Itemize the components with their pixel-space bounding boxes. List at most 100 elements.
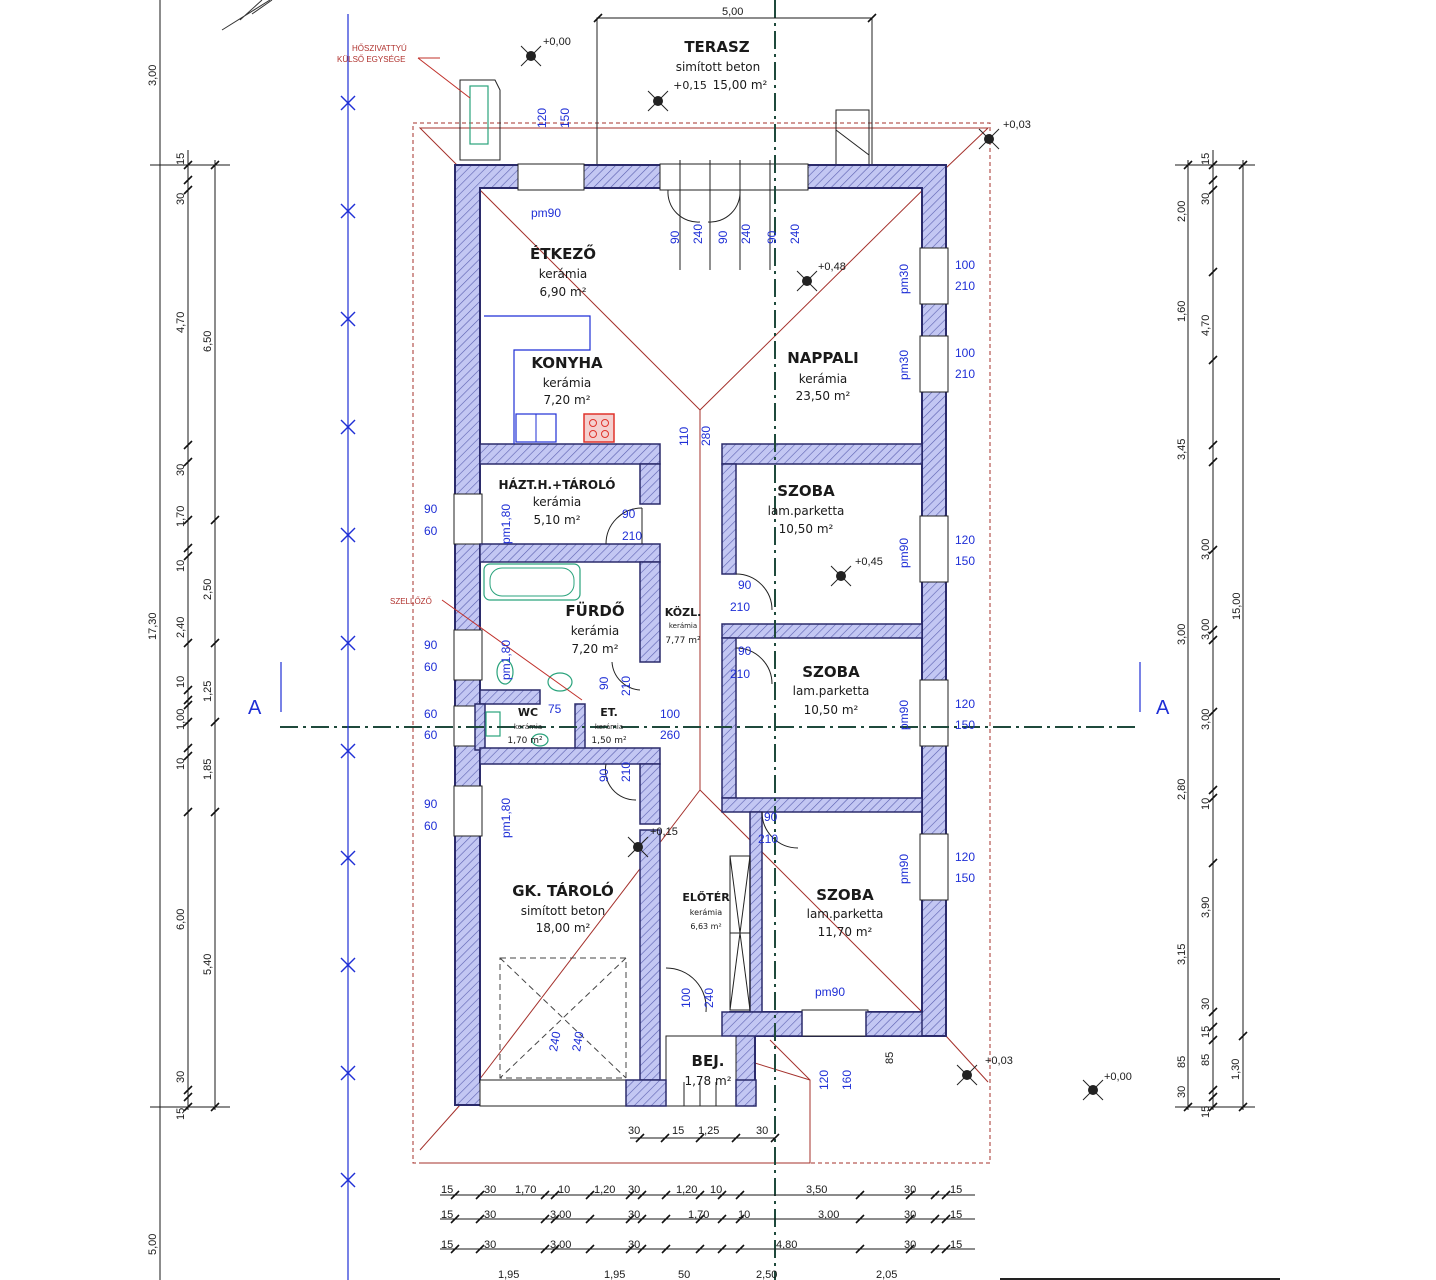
dimension-tick-icon [1208,1092,1218,1102]
dimension-tick-icon [735,1190,745,1200]
level-labels: +0,00 +0,03 +0,48 +0,45 +0,15 +0,03 +0,0… [543,36,1132,1083]
room-konyha: KONYHA kerámia 7,20 m² [531,354,603,407]
dim-left-inner-10: 6,00 [175,909,187,930]
room-area: 10,50 m² [779,522,834,536]
dimension-tick-icon [475,1244,485,1254]
level-5: +0,15 [650,826,678,838]
room-name: ÉTKEZŐ [530,243,596,263]
dim-left-inner-6: 2,40 [175,617,187,638]
room-name: GK. TÁROLÓ [512,881,614,900]
dimension-tick-icon [855,1190,865,1200]
section-mark-left: A [248,697,262,719]
dimension-tick-icon [930,1244,940,1254]
dim-right-inner-1: 30 [1200,193,1212,205]
level-marker-icon [627,836,649,858]
dim-b1-7: 10 [710,1184,722,1196]
dimension-tick-icon [183,1085,193,1095]
dim-b1-6: 1,20 [676,1184,697,1196]
dim-left-inner-8: 1,00 [175,709,187,730]
dimension-tick-icon [661,1244,671,1254]
dimension-tick-icon [735,1244,745,1254]
property-cross-icon [340,957,356,973]
dimension-tick-icon [183,551,193,561]
dim-right-inner-12: 85 [1176,1056,1188,1068]
level-marker-icon [647,90,669,112]
dimension-tick-icon [183,695,193,705]
dimension-tick-icon [183,700,193,710]
dimension-tick-icon [941,1214,951,1224]
win-60-l5: 60 [424,819,438,833]
washbasin [496,659,573,692]
door-90-b: 90 [738,578,752,592]
dim-b2-7: 30 [904,1209,916,1221]
door-75: 75 [548,702,562,716]
level-6: +0,03 [985,1055,1013,1067]
vent-label: SZELLŐZŐ [390,597,432,606]
dimension-tick-icon [625,1190,635,1200]
room-szoba-1: SZOBA lam.parketta 10,50 m² [768,482,845,536]
dim-b0-1: 15 [672,1125,684,1137]
dim-b1-5: 30 [628,1184,640,1196]
dimension-tick-icon [585,1244,595,1254]
dim-right-inner-14: 30 [1176,1086,1188,1098]
dimension-tick-icon [731,1133,741,1143]
win-150-top: 150 [558,108,572,128]
property-cross-icon [340,311,356,327]
axis-lines [280,0,1141,1280]
room-name: ELŐTÉR [682,890,730,904]
dimension-tick-icon [540,1244,550,1254]
room-nappali: NAPPALI kerámia 23,50 m² [787,349,859,403]
pm30-b: pm30 [897,350,911,380]
win-120-b: 120 [955,697,975,711]
win-120-a: 120 [955,533,975,547]
dimension-tick-icon [1208,1022,1218,1032]
win-90-l5: 90 [424,797,438,811]
dimension-tick-icon [210,160,220,170]
dimension-tick-icon [1208,185,1218,195]
dimension-tick-icon [450,1244,460,1254]
dimension-tick-icon [450,1190,460,1200]
heat-pump-label-2: KÜLSŐ EGYSÉGE [337,55,405,64]
room-name: TERASZ [684,38,749,56]
dimension-tick-icon [1238,160,1248,170]
room-name: SZOBA [802,663,860,681]
dimension-tick-icon [1183,1102,1193,1112]
dimension-tick-icon [183,515,193,525]
dimension-tick-icon [593,13,603,23]
dim-left-third-2: 1,25 [202,681,214,702]
dim-b3-2: 3,00 [550,1239,571,1251]
dim-b1-0: 15 [441,1184,453,1196]
door-100: 100 [660,707,680,721]
dimension-tick-icon [540,1190,550,1200]
room-area: 18,00 m² [536,921,591,935]
pm90-r1: pm90 [897,538,911,568]
dimension-tick-icon [450,1214,460,1224]
dim-b0-2: 1,25 [698,1125,719,1137]
property-cross-icon [340,1065,356,1081]
dimension-labels: 5,00 3,00 17,30 5,00 15 30 4,70 30 1,70 … [147,6,1243,1280]
dim-b2-4: 1,70 [688,1209,709,1221]
dim-right-third-1: 3,00 [1200,539,1212,560]
dimension-tick-icon [637,1190,647,1200]
dim-right-inner-9: 3,90 [1200,897,1212,918]
dim-b1-10: 15 [950,1184,962,1196]
dim-left-inner-7: 10 [175,676,187,688]
door-210-d: 210 [758,832,778,846]
dimension-tick-icon [550,1214,560,1224]
win-60-l1: 60 [424,524,438,538]
dimension-tick-icon [625,1214,635,1224]
door-210-c: 210 [730,667,750,681]
level-marker-icon [1082,1079,1104,1101]
dim-b4-4: 2,05 [876,1269,897,1280]
dim-b4-0: 1,95 [498,1269,519,1280]
dimension-tick-icon [717,1214,727,1224]
dim-left-inner-11: 30 [175,1071,187,1083]
dim-right-inner-2: 2,00 [1176,201,1188,222]
dimension-tick-icon [930,1190,940,1200]
room-wc: WC kerámia 1,70 m² [507,706,543,746]
dimension-tick-icon [735,1214,745,1224]
level-marker-icon [956,1064,978,1086]
room-terasz: TERASZ simított beton +0,15 15,00 m² [673,38,767,92]
dimension-tick-icon [1208,1035,1218,1045]
dim-b4-3: 2,50 [756,1269,777,1280]
